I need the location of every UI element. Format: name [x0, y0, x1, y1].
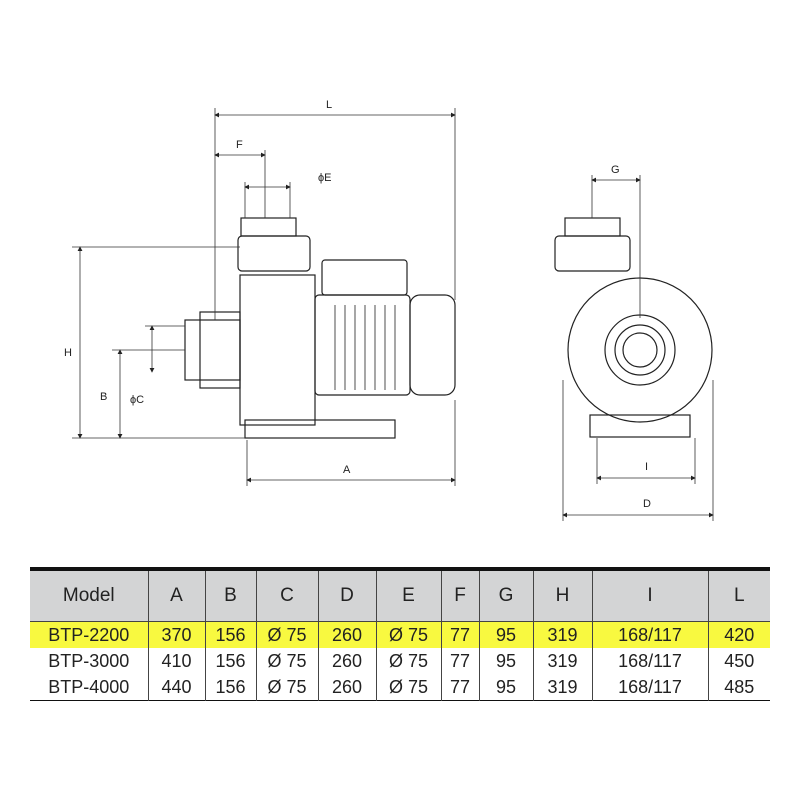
value-cell: Ø 75 — [255, 674, 318, 701]
value-cell: Ø 75 — [375, 674, 441, 701]
value-cell: 77 — [440, 621, 479, 648]
column-header: B — [204, 569, 256, 622]
value-cell: 168/117 — [591, 674, 708, 701]
value-cell: 319 — [532, 648, 592, 674]
column-header: E — [375, 569, 441, 622]
column-header: L — [707, 569, 770, 622]
value-cell: 450 — [707, 648, 770, 674]
dim-label-L: L — [326, 99, 332, 111]
dim-label-G: G — [611, 164, 620, 176]
value-cell: 260 — [317, 621, 376, 648]
value-cell: Ø 75 — [375, 621, 441, 648]
dim-label-H: H — [64, 347, 72, 359]
value-cell: 95 — [478, 674, 533, 701]
value-cell: 319 — [532, 674, 592, 701]
value-cell: 370 — [147, 621, 205, 648]
column-header: F — [440, 569, 479, 622]
column-header: A — [147, 569, 205, 622]
value-cell: 319 — [532, 621, 592, 648]
value-cell: 95 — [478, 648, 533, 674]
value-cell: 156 — [204, 674, 256, 701]
value-cell: 440 — [147, 674, 205, 701]
dim-label-B: B — [100, 391, 107, 403]
value-cell: Ø 75 — [255, 621, 318, 648]
value-cell: 156 — [204, 648, 256, 674]
value-cell: 260 — [317, 648, 376, 674]
value-cell: 485 — [707, 674, 770, 701]
dim-label-F: F — [236, 139, 243, 151]
dim-label-C: ϕC — [130, 394, 144, 406]
value-cell: Ø 75 — [255, 648, 318, 674]
dim-label-A: A — [343, 464, 351, 476]
value-cell: 77 — [440, 674, 479, 701]
value-cell: 168/117 — [591, 648, 708, 674]
column-header: I — [591, 569, 708, 622]
value-cell: 260 — [317, 674, 376, 701]
value-cell: 95 — [478, 621, 533, 648]
front-view — [554, 175, 714, 521]
side-view — [72, 108, 456, 486]
dim-label-D: D — [643, 498, 651, 510]
value-cell: 156 — [204, 621, 256, 648]
value-cell: 420 — [707, 621, 770, 648]
column-header: Model — [30, 569, 148, 622]
column-header: G — [478, 569, 533, 622]
dim-label-E: ϕE — [318, 172, 332, 184]
column-header: D — [317, 569, 376, 622]
model-cell: BTP-4000 — [48, 676, 130, 697]
model-cell: BTP-3000 — [48, 650, 130, 671]
column-header: C — [255, 569, 318, 622]
pump-dimension-drawing: L F ϕE H B ϕC A G I D — [64, 99, 714, 521]
column-header: H — [532, 569, 592, 622]
value-cell: 77 — [440, 648, 479, 674]
model-cell: BTP-2200 — [30, 621, 148, 648]
value-cell: 410 — [147, 648, 205, 674]
value-cell: 168/117 — [591, 621, 708, 648]
dim-label-I: I — [645, 461, 648, 473]
value-cell: Ø 75 — [375, 648, 441, 674]
